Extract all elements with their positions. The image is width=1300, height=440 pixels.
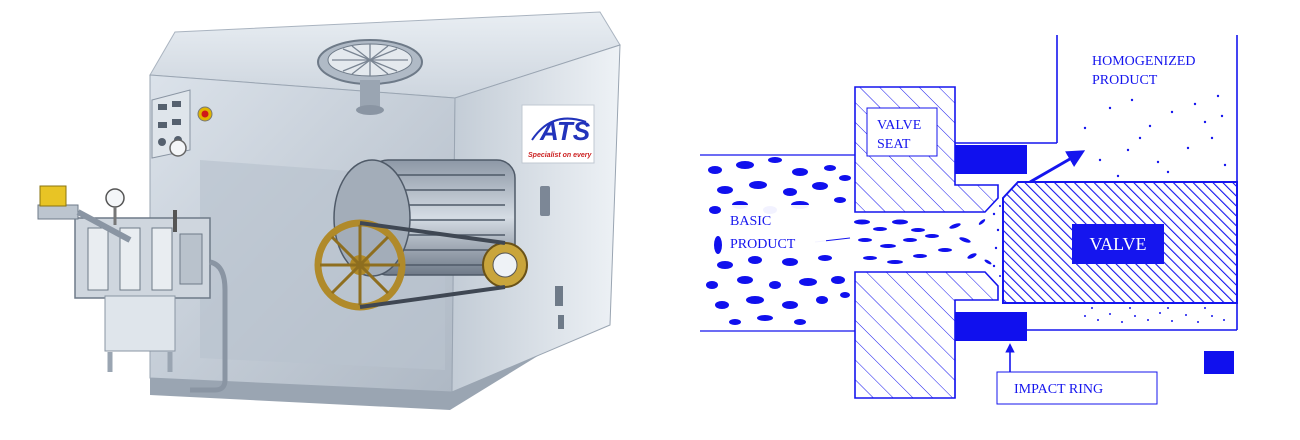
drive-belt <box>359 221 506 309</box>
drain-marker <box>1204 351 1234 374</box>
pump-gauge <box>105 188 125 208</box>
product-inlet <box>37 185 132 243</box>
gap-particles <box>854 219 992 265</box>
homogenizing-valve-diagram: VALVE <box>700 35 1238 405</box>
impact-ring-label-box <box>996 371 1158 405</box>
homogenized-dots <box>992 94 1227 323</box>
valve-label: VALVE <box>1089 234 1146 254</box>
logo-tagline: Specialist on every <box>528 152 593 159</box>
electric-motor <box>333 159 516 277</box>
side-vent <box>540 186 550 216</box>
logo-text: ATS <box>539 116 591 146</box>
flywheel <box>314 219 406 311</box>
basic-product-label-line1: BASIC <box>730 214 771 229</box>
homogenized-label-line2: PRODUCT <box>1092 73 1158 88</box>
valve-seat-label-box <box>866 107 938 157</box>
machine-base <box>150 310 580 410</box>
ats-logo: ATS Specialist on every <box>521 104 595 164</box>
impact-ring-upper <box>955 145 1027 174</box>
basic-product-label-box <box>726 205 826 255</box>
product-outlet-pipe <box>190 259 228 393</box>
cooling-fan <box>317 39 423 115</box>
valve-seat-label-line2: SEAT <box>877 137 911 152</box>
motor-pulley <box>482 242 528 288</box>
pressure-gauge <box>169 139 187 157</box>
homogenized-label-line1: HOMOGENIZED <box>1092 54 1195 69</box>
valve-label-box <box>1072 224 1164 264</box>
piston-pump <box>74 217 211 372</box>
impact-ring-lower <box>955 312 1027 341</box>
valve-seat-label-line1: VALVE <box>877 118 921 133</box>
impact-ring-label: IMPACT RING <box>1014 382 1103 397</box>
outflow-arrow <box>1029 150 1086 184</box>
valve-seat-lower <box>854 271 999 399</box>
basic-product-label-line2: PRODUCT <box>730 237 796 252</box>
homogenizer-machine-illustration: ATS Specialist on every <box>37 11 621 410</box>
